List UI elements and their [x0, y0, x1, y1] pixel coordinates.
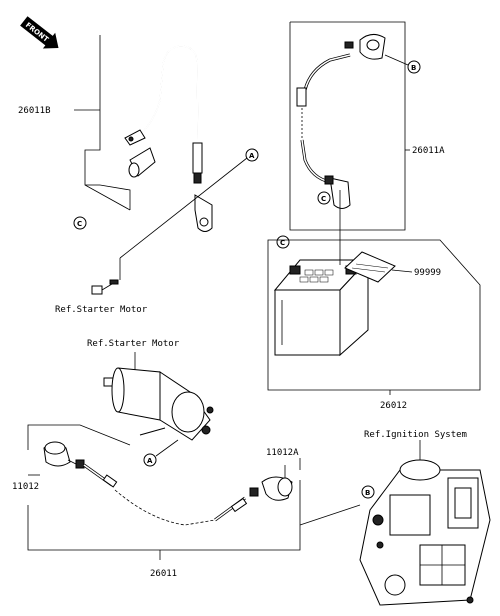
callout-b-bottom-circle: [361, 485, 375, 499]
part-number-26012: 26012: [380, 401, 407, 411]
boot-11012: [43, 441, 79, 467]
ref-ignition-system: Ref.Ignition System: [364, 430, 467, 440]
battery-26012: [267, 239, 481, 395]
bracket-26011a: [289, 21, 410, 231]
battery-cable-26011b: [124, 45, 213, 232]
callout-c-left: C: [77, 220, 82, 228]
callout-b-bottom: B: [365, 489, 370, 497]
callout-a-bottom: A: [147, 457, 153, 465]
ref-starter-motor-lower: Ref.Starter Motor: [87, 339, 180, 349]
battery-cable-26011a: [296, 34, 386, 209]
callout-b-top-circle: [407, 60, 421, 74]
part-number-26011b: 26011B: [18, 106, 51, 116]
starter-motor: [103, 352, 214, 441]
callout-c-battery: C: [280, 239, 285, 247]
callout-c-battery-circle: [276, 235, 290, 249]
bolt-starter-motor: [91, 279, 119, 295]
ignition-crankcase: [359, 440, 491, 606]
callout-c-left-circle: [73, 216, 87, 230]
callout-a-bottom-circle: [143, 453, 157, 467]
callout-c-mid-circle: [317, 191, 331, 205]
callout-b-top: B: [411, 64, 416, 72]
part-number-99999: 99999: [414, 268, 441, 278]
label-99999: [344, 251, 413, 283]
callout-c-mid: C: [321, 195, 326, 203]
callout-a-top-circle: [245, 148, 259, 162]
battery-cable-26011: [75, 459, 259, 526]
part-number-11012: 11012: [12, 482, 39, 492]
part-number-26011a: 26011A: [412, 146, 445, 156]
bracket-26011b: [74, 35, 131, 211]
boot-11012a: [261, 465, 293, 501]
bracket-26011: [27, 424, 301, 560]
part-number-11012a: 11012A: [266, 448, 299, 458]
front-direction-tag: FRONT: [20, 16, 59, 49]
callout-a-top: A: [249, 152, 255, 160]
ref-starter-motor-upper: Ref.Starter Motor: [55, 305, 148, 315]
part-number-26011: 26011: [150, 569, 177, 579]
